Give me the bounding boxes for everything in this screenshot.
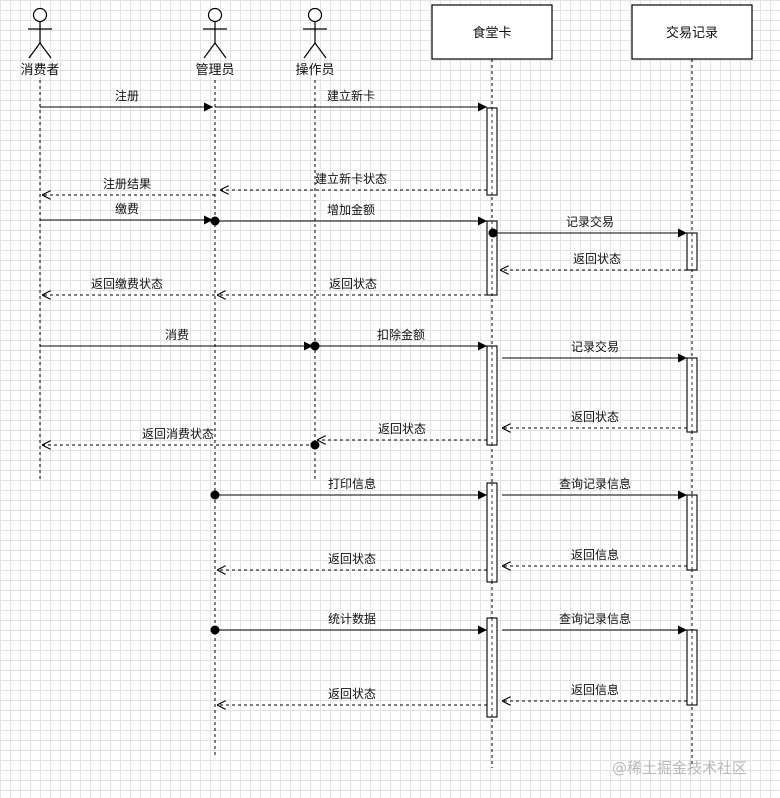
actor-head-icon — [32, 7, 48, 23]
message-label: 返回缴费状态 — [91, 276, 163, 291]
participant-box-records: 交易记录 — [631, 4, 753, 60]
message-label: 缴费 — [115, 201, 139, 216]
message-arrow: 建立新卡状态 — [220, 171, 487, 190]
message-arrow: 查询记录信息 — [502, 476, 687, 500]
message-label: 返回状态 — [378, 422, 426, 436]
message-arrow: 统计数据 — [210, 611, 487, 635]
watermark-text: @稀土掘金技术社区 — [612, 759, 747, 777]
message-start-dot — [210, 625, 220, 635]
message-label: 查询记录信息 — [559, 476, 631, 491]
message-arrow: 查询记录信息 — [502, 611, 687, 635]
message-label: 返回信息 — [571, 547, 619, 562]
message-arrow: 返回状态 — [217, 687, 487, 705]
message-arrow: 返回状态 — [217, 277, 487, 295]
message-label: 建立新卡 — [327, 88, 375, 103]
actor-label-operator: 操作员 — [295, 62, 334, 78]
message-arrow: 缴费 — [40, 201, 213, 225]
message-start-dot — [488, 228, 498, 238]
actor-head-icon — [207, 7, 223, 23]
message-arrow: 增加金额 — [210, 202, 487, 226]
message-label: 注册 — [115, 88, 139, 103]
message-arrow: 注册结果 — [42, 176, 215, 195]
message-arrow: 返回状态 — [217, 552, 487, 570]
message-arrow: 扣除金额 — [310, 327, 487, 351]
message-arrow: 建立新卡 — [215, 88, 487, 112]
message-start-dot — [310, 440, 320, 450]
message-arrow: 记录交易 — [502, 339, 687, 363]
activation-bar-card — [486, 617, 498, 718]
activation-bar-records — [686, 357, 698, 433]
message-arrow: 返回状态 — [317, 422, 487, 440]
message-arrow: 返回缴费状态 — [42, 276, 215, 295]
activation-bar-records — [686, 629, 698, 706]
activation-bar-records — [686, 232, 698, 271]
message-label: 返回状态 — [328, 552, 376, 566]
participant-label-card: 食堂卡 — [472, 25, 511, 41]
message-label: 返回消费状态 — [142, 427, 214, 441]
message-label: 返回状态 — [571, 410, 619, 424]
message-label: 统计数据 — [328, 611, 376, 626]
message-label: 记录交易 — [566, 214, 614, 229]
message-start-dot — [310, 341, 320, 351]
actor-operator: 操作员 — [295, 7, 335, 78]
message-arrow: 打印信息 — [210, 476, 487, 500]
message-label: 返回状态 — [573, 252, 621, 266]
message-arrow: 返回消费状态 — [42, 427, 320, 450]
actor-label-admin: 管理员 — [195, 63, 234, 78]
message-label: 记录交易 — [571, 339, 619, 354]
activation-bar-card — [486, 107, 498, 196]
message-arrow: 返回状态 — [500, 252, 687, 270]
message-arrow: 记录交易 — [488, 214, 687, 238]
participant-box-card: 食堂卡 — [431, 4, 553, 60]
actor-admin: 管理员 — [195, 7, 235, 78]
message-arrow: 消费 — [40, 328, 313, 351]
message-label: 打印信息 — [328, 476, 376, 491]
message-label: 扣除金额 — [377, 327, 425, 342]
message-label: 查询记录信息 — [559, 611, 631, 626]
message-start-dot — [210, 490, 220, 500]
activation-bar-card — [486, 482, 498, 583]
message-arrow: 返回信息 — [502, 547, 687, 566]
message-label: 返回状态 — [329, 277, 377, 291]
message-label: 注册结果 — [103, 176, 151, 191]
message-label: 增加金额 — [327, 202, 375, 217]
message-label: 返回信息 — [571, 682, 619, 697]
message-arrow: 返回状态 — [502, 410, 687, 428]
activation-bar-card — [486, 345, 498, 446]
message-start-dot — [210, 216, 220, 226]
participant-label-records: 交易记录 — [666, 25, 718, 41]
actor-consumer: 消费者 — [20, 7, 60, 78]
actor-head-icon — [307, 7, 323, 23]
message-label: 建立新卡状态 — [315, 171, 387, 186]
message-arrow: 返回信息 — [502, 682, 687, 701]
message-label: 消费 — [165, 328, 189, 342]
message-label: 返回状态 — [328, 687, 376, 701]
actor-label-consumer: 消费者 — [20, 63, 59, 78]
message-arrow: 注册 — [40, 88, 213, 112]
activation-bar-records — [686, 494, 698, 571]
